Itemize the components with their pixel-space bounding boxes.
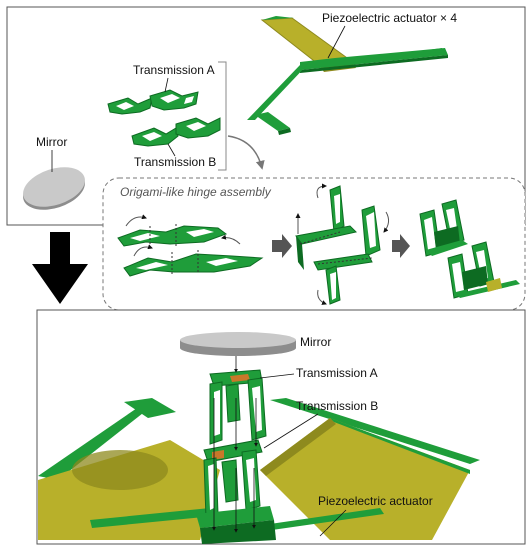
piezo-plate-right [260, 418, 470, 540]
label-transmission-a-bottom: Transmission A [296, 366, 378, 380]
label-piezo-actuator-bottom: Piezoelectric actuator [318, 494, 433, 508]
transmission-b-flat [131, 117, 221, 147]
assembly-title: Origami-like hinge assembly [120, 185, 272, 199]
label-mirror-bottom: Mirror [300, 335, 331, 349]
label-piezo-actuator-x4: Piezoelectric actuator × 4 [322, 11, 457, 25]
bottom-panel: Mirror Transmission A Transmission B Pie… [36, 309, 526, 545]
transmission-stack [196, 369, 276, 544]
transmission-a-bottom-leader [259, 373, 295, 379]
transmission-a-flat [107, 89, 199, 115]
transmission-b-bottom-leader [263, 413, 319, 449]
label-transmission-a: Transmission A [133, 63, 215, 77]
assembly-arrows [212, 348, 258, 533]
transmission-b-leader [167, 143, 176, 157]
right-arrow-icon-2 [392, 234, 410, 258]
label-transmission-b-bottom: Transmission B [296, 399, 378, 413]
assembly-flat-pieces [117, 214, 264, 277]
actuator-bottom-leader [319, 509, 347, 537]
transmission-a-leader [164, 77, 169, 93]
curved-arrow-icon [227, 135, 265, 170]
actuator-leader-line [327, 25, 346, 59]
assembly-assembled-pieces [419, 199, 520, 299]
mirror-disk-bottom [180, 332, 296, 356]
mirror-disk-top [23, 167, 85, 210]
piezo-actuator-top [247, 16, 448, 135]
assembly-frame [102, 177, 526, 311]
rail-left [38, 406, 152, 480]
transmission-bracket [218, 61, 227, 171]
down-arrow-icon [32, 232, 88, 304]
label-transmission-b: Transmission B [134, 155, 216, 169]
right-arrow-icon [272, 234, 292, 258]
rail-right [270, 398, 480, 464]
label-mirror-top: Mirror [36, 135, 67, 149]
assembly-folding-pieces [295, 183, 390, 305]
assembly-panel: Origami-like hinge assembly [102, 177, 526, 311]
